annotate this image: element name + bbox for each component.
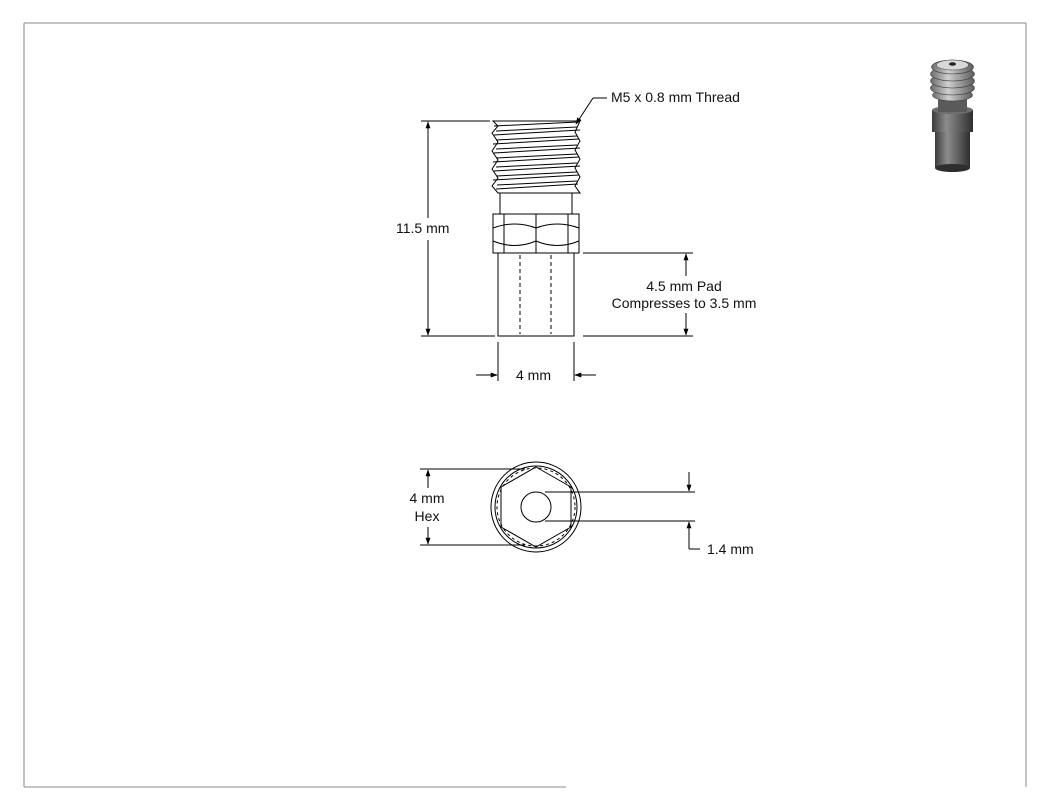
pad-height-label-line2: Compresses to 3.5 mm (611, 295, 757, 311)
overall-length-dimension (421, 120, 495, 337)
bore-diameter-dimension (545, 472, 700, 550)
thread-section (491, 120, 581, 194)
hex-size-label-line2: Hex (414, 508, 440, 524)
body-width-label: 4 mm (516, 367, 551, 383)
isometric-part-thumbnail (930, 59, 975, 172)
body-width-dimension (476, 342, 596, 381)
bore-diameter-label: 1.4 mm (707, 541, 754, 557)
bore-circle (520, 491, 552, 523)
hex-size-label-line1: 4 mm (409, 490, 445, 506)
overall-length-label: 11.5 mm (396, 220, 450, 236)
sheet-border (23, 22, 1027, 788)
pad-height-dimension (583, 252, 693, 337)
front-view (491, 120, 581, 337)
thread-callout-label: M5 x 0.8 mm Thread (611, 89, 740, 105)
neck (499, 192, 573, 215)
pad-section (497, 252, 575, 337)
pad-height-label-line1: 4.5 mm Pad (646, 278, 722, 294)
thread-callout-leader (575, 97, 607, 125)
hex-section (492, 213, 580, 254)
hex-size-dimension (420, 468, 525, 546)
top-view (490, 461, 582, 553)
